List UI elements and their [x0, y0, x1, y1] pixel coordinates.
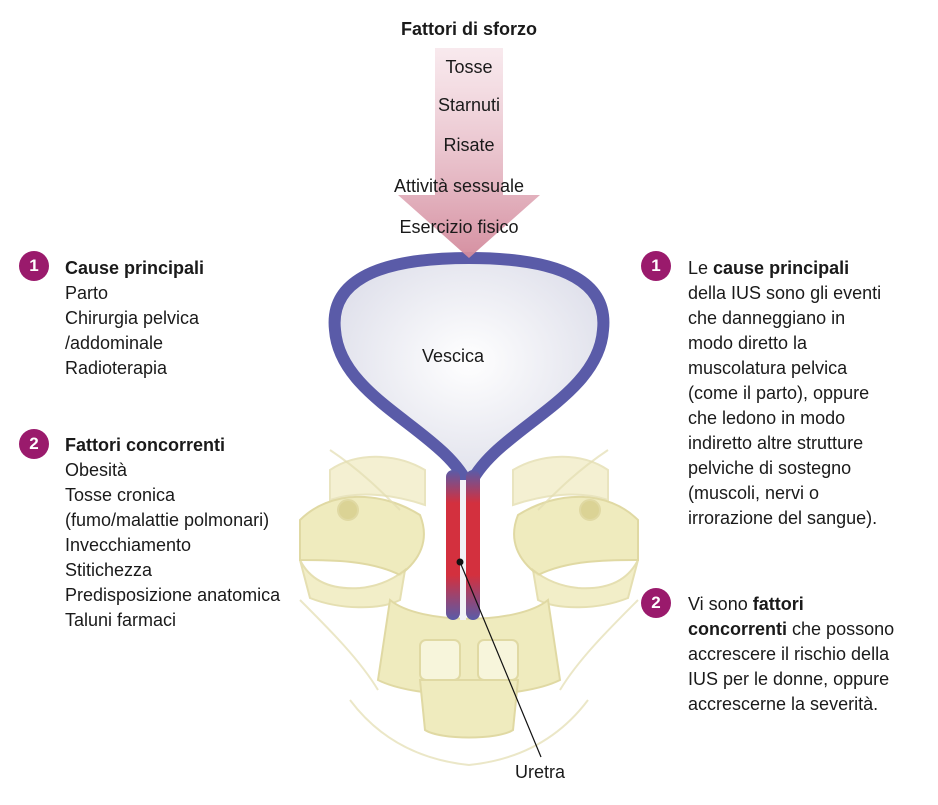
- contributing-factor-item: Invecchiamento: [65, 533, 280, 558]
- contributing-explanation-text: Vi sono fattori concorrenti che possono …: [688, 592, 894, 717]
- primary-explanation-line: muscolatura pelvica: [688, 356, 881, 381]
- contributing-factors-heading: Fattori concorrenti: [65, 433, 280, 458]
- primary-explanation-line: indiretto altre strutture: [688, 431, 881, 456]
- contributing-factors-list: Fattori concorrenti Obesità Tosse cronic…: [65, 433, 280, 633]
- primary-explanation-line: modo diretto la: [688, 331, 881, 356]
- contributing-explanation-pre: Vi sono: [688, 594, 753, 614]
- stress-factor-item: Tosse: [445, 55, 492, 80]
- stress-factor-item: Esercizio fisico: [399, 215, 518, 240]
- contributing-factor-item: (fumo/malattie polmonari): [65, 508, 280, 533]
- contributing-explanation-post: che possono: [787, 619, 894, 639]
- contributing-explanation-line: accrescerne la severità.: [688, 692, 894, 717]
- contributing-explanation-badge: 2: [641, 588, 671, 618]
- primary-explanation-line: che danneggiano in: [688, 306, 881, 331]
- stress-factor-item: Attività sessuale: [394, 174, 524, 199]
- bladder-shape: [335, 258, 604, 487]
- contributing-factor-item: Predisposizione anatomica: [65, 583, 280, 608]
- stress-factor-item: Starnuti: [438, 93, 500, 118]
- primary-cause-item: Radioterapia: [65, 356, 204, 381]
- stress-factors-title: Fattori di sforzo: [401, 17, 537, 42]
- contributing-factors-badge: 2: [19, 429, 49, 459]
- stress-factor-item: Risate: [443, 133, 494, 158]
- primary-explanation-line: irrorazione del sangue).: [688, 506, 881, 531]
- contributing-explanation-line: IUS per le donne, oppure: [688, 667, 894, 692]
- urethra-label: Uretra: [515, 760, 565, 785]
- primary-explanation-line: pelviche di sostegno: [688, 456, 881, 481]
- primary-causes-badge: 1: [19, 251, 49, 281]
- primary-explanation-pre: Le: [688, 258, 713, 278]
- primary-explanation-line: (muscoli, nervi o: [688, 481, 881, 506]
- primary-explanation-badge: 1: [641, 251, 671, 281]
- contributing-explanation-line: accrescere il rischio della: [688, 642, 894, 667]
- primary-cause-item: /addominale: [65, 331, 204, 356]
- contributing-factor-item: Obesità: [65, 458, 280, 483]
- primary-explanation-bold: cause principali: [713, 258, 849, 278]
- primary-cause-item: Chirurgia pelvica: [65, 306, 204, 331]
- primary-explanation-line: (come il parto), oppure: [688, 381, 881, 406]
- contributing-explanation-bold1: fattori: [753, 594, 804, 614]
- primary-causes-list: Cause principali Parto Chirurgia pelvica…: [65, 256, 204, 381]
- contributing-explanation-bold2: concorrenti: [688, 619, 787, 639]
- primary-causes-heading: Cause principali: [65, 256, 204, 281]
- urethra-pointer-dot: [457, 559, 464, 566]
- contributing-factor-item: Tosse cronica: [65, 483, 280, 508]
- primary-explanation-line: della IUS sono gli eventi: [688, 281, 881, 306]
- primary-cause-item: Parto: [65, 281, 204, 306]
- primary-explanation-line: che ledono in modo: [688, 406, 881, 431]
- bladder-label: Vescica: [422, 344, 484, 369]
- contributing-factor-item: Stitichezza: [65, 558, 280, 583]
- primary-explanation-text: Le cause principali della IUS sono gli e…: [688, 256, 881, 531]
- contributing-factor-item: Taluni farmaci: [65, 608, 280, 633]
